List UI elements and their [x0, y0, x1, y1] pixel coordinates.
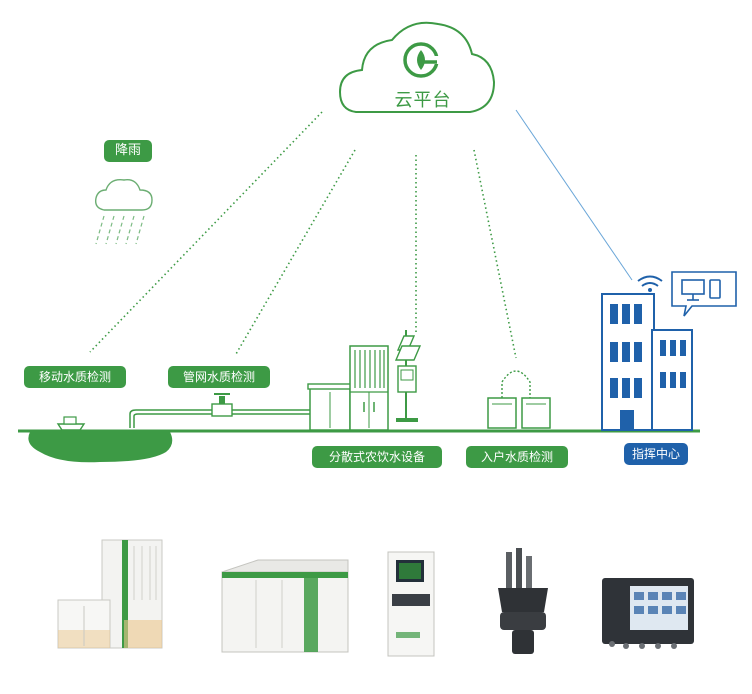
cloud-platform-label: 云平台 [394, 90, 452, 111]
household-monitors-icon [487, 370, 551, 429]
product-touchscreen-controller [602, 578, 694, 649]
rain-label: 降雨 [104, 140, 152, 162]
pipe-monitoring-label: 管网水质检测 [168, 366, 270, 388]
command-center-building [601, 275, 693, 431]
command-center-label: 指挥中心 [624, 443, 688, 465]
ground [18, 409, 700, 463]
rain-cloud-icon [94, 179, 153, 245]
connection-links [89, 109, 633, 359]
cloud-platform [338, 21, 496, 113]
household-monitoring-label: 入户水质检测 [466, 446, 568, 468]
monitor-speech-bubble-icon [671, 271, 737, 317]
rural-treatment-plant [307, 345, 389, 431]
rural-water-equipment-label: 分散式农饮水设备 [312, 446, 442, 468]
solar-monitor-pole-icon [394, 330, 422, 422]
product-container-units [57, 539, 163, 649]
product-sensor-probe [498, 548, 548, 654]
boat-icon [56, 416, 86, 431]
mobile-monitoring-label: 移动水质检测 [24, 366, 126, 388]
pipe-monitor-icon [211, 393, 233, 417]
product-integrated-cabinet [221, 559, 349, 653]
cloud-platform-logo-icon [403, 42, 439, 78]
product-analyzer-cabinet [387, 551, 435, 657]
